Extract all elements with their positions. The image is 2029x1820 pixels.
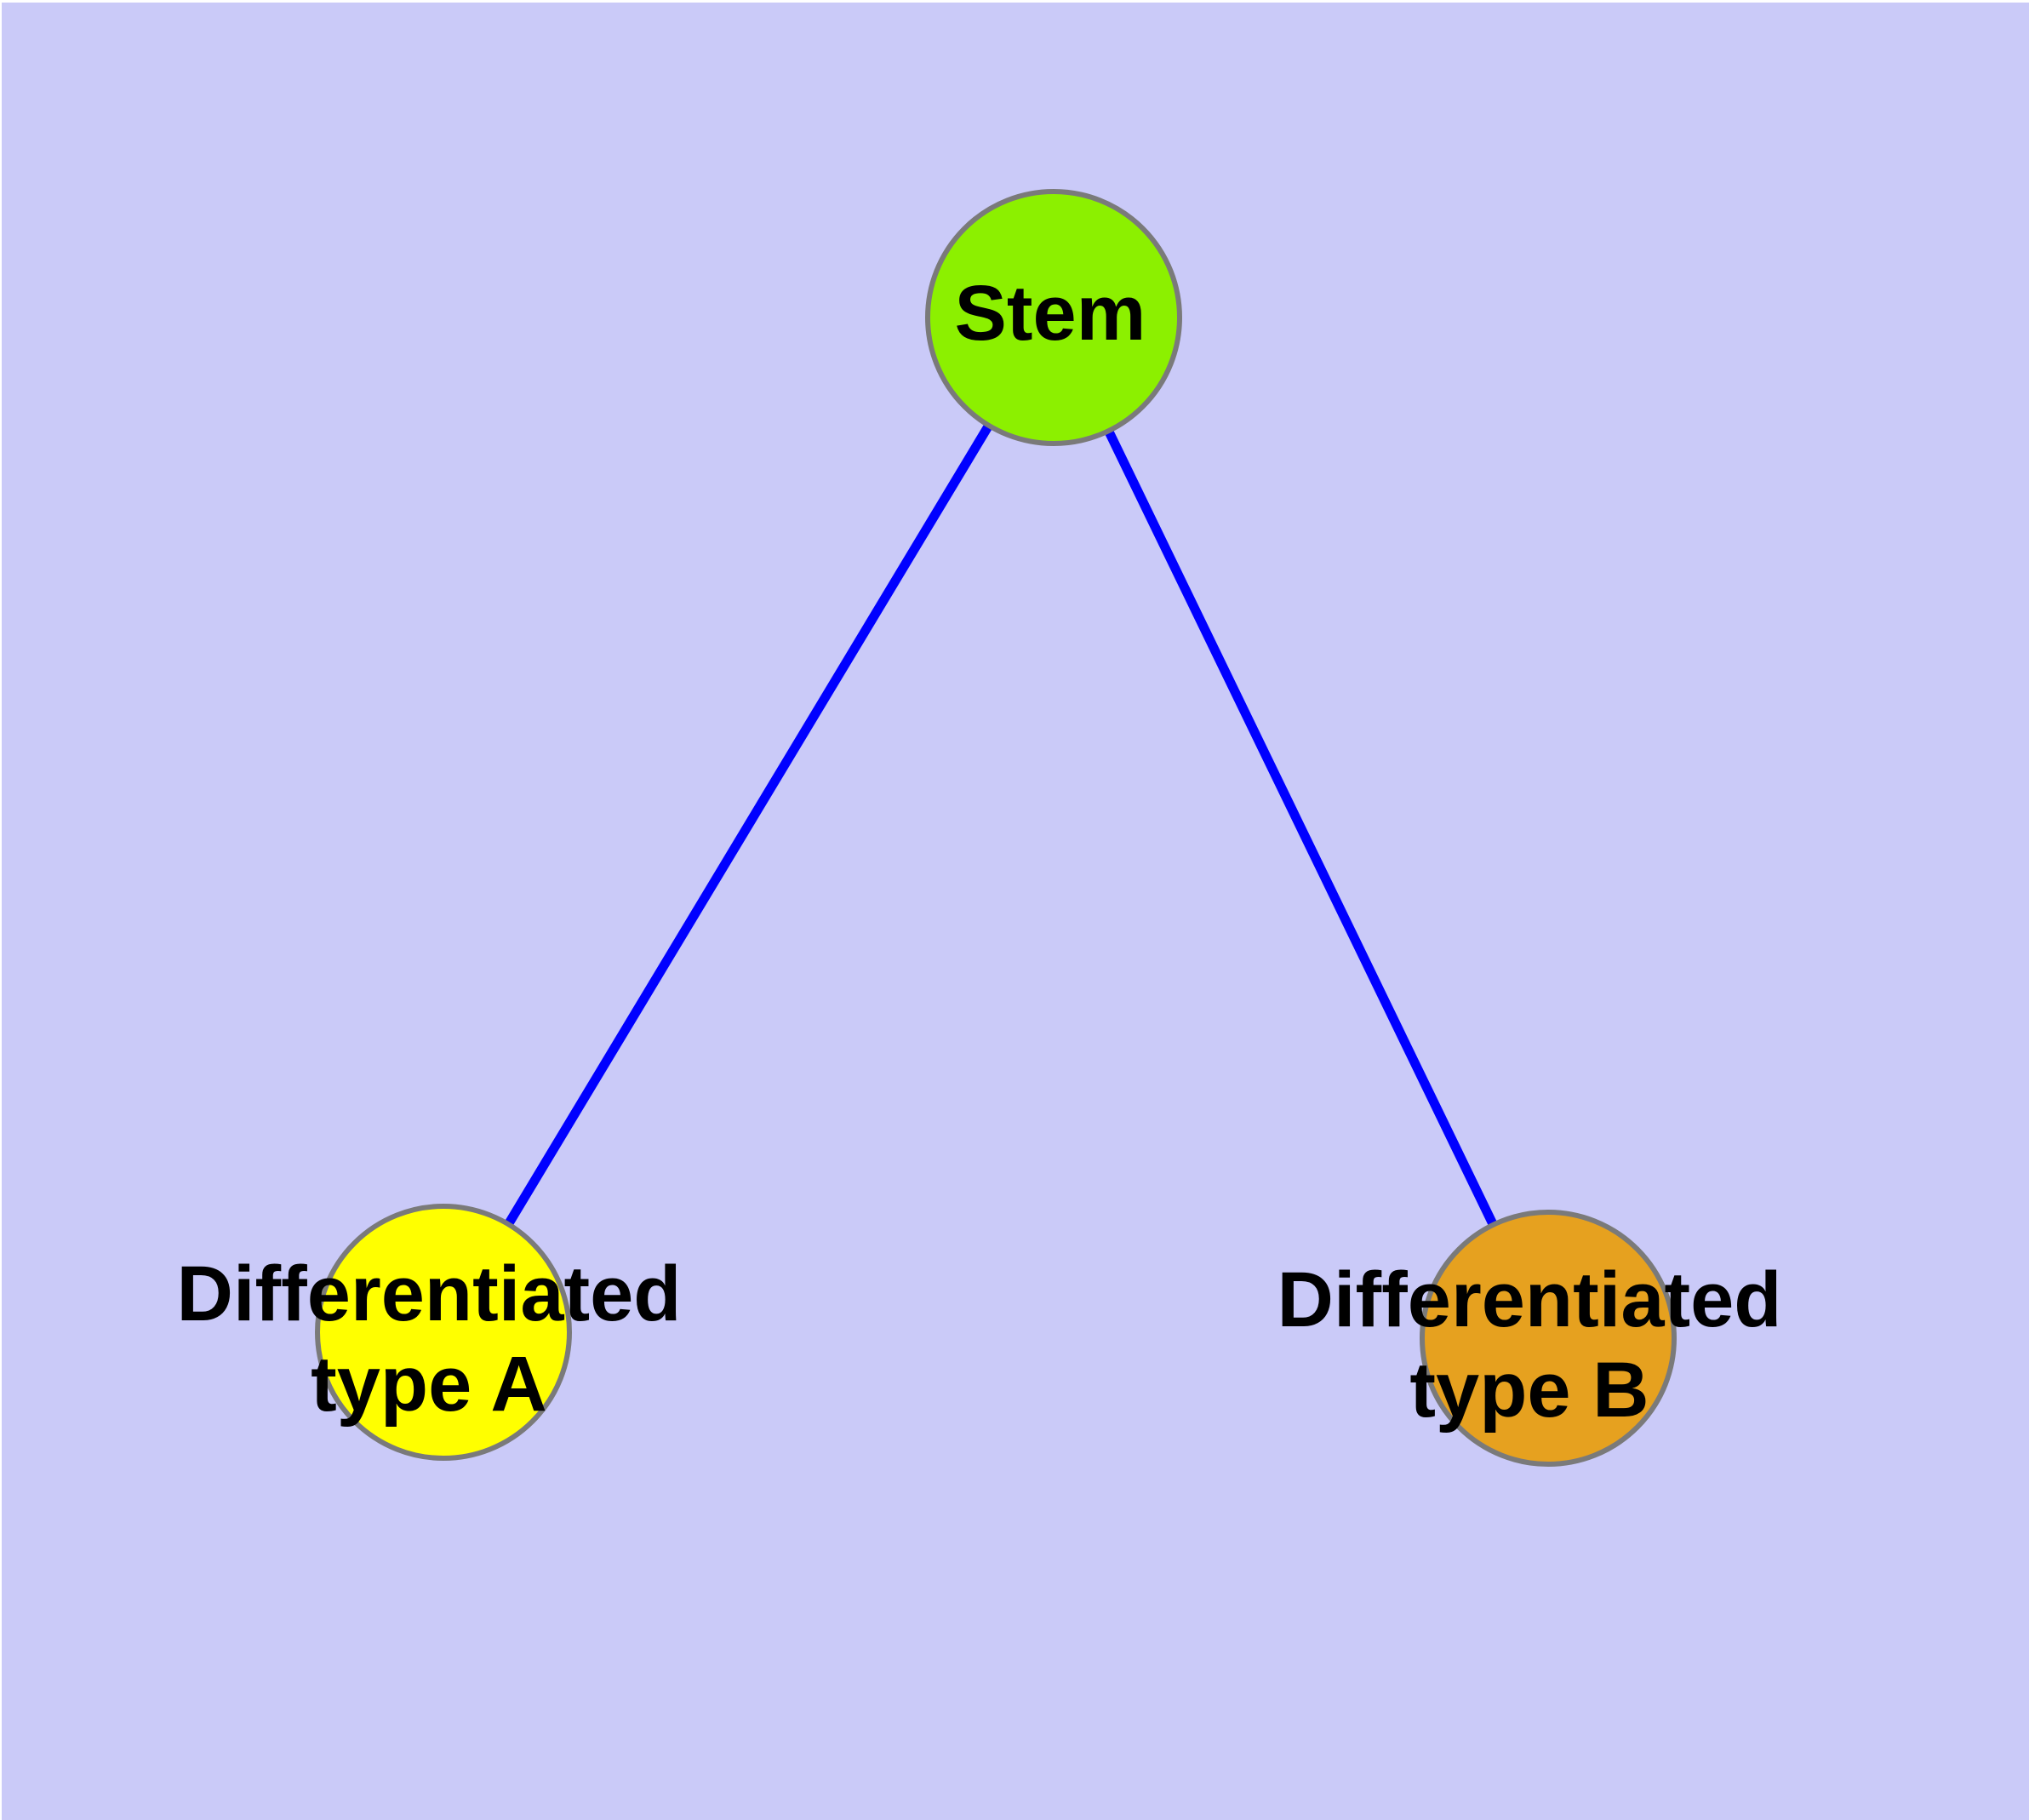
frame-top <box>0 0 2029 3</box>
node-type-b-label-line-2: type B <box>1409 1347 1649 1434</box>
node-stem-label-line-1: Stem <box>954 270 1146 357</box>
node-type-a-circle <box>315 1204 572 1461</box>
edge-stem-to-type-a <box>439 315 1058 1335</box>
node-type-b-circle <box>1420 1210 1677 1467</box>
node-type-a-label-line-1: Differentiated <box>176 1251 682 1337</box>
node-type-b-label: Differentiated type B <box>1277 1255 1782 1435</box>
edge-stem-to-type-b <box>1049 315 1552 1341</box>
node-type-a-label: Differentiated type A <box>177 1249 682 1429</box>
node-stem-circle <box>925 189 1182 446</box>
node-type-b-label-line-1: Differentiated <box>1277 1256 1782 1343</box>
frame-left <box>0 0 2 1820</box>
node-stem-label: Stem <box>955 268 1146 358</box>
node-type-a-label-line-2: type A <box>311 1341 547 1428</box>
